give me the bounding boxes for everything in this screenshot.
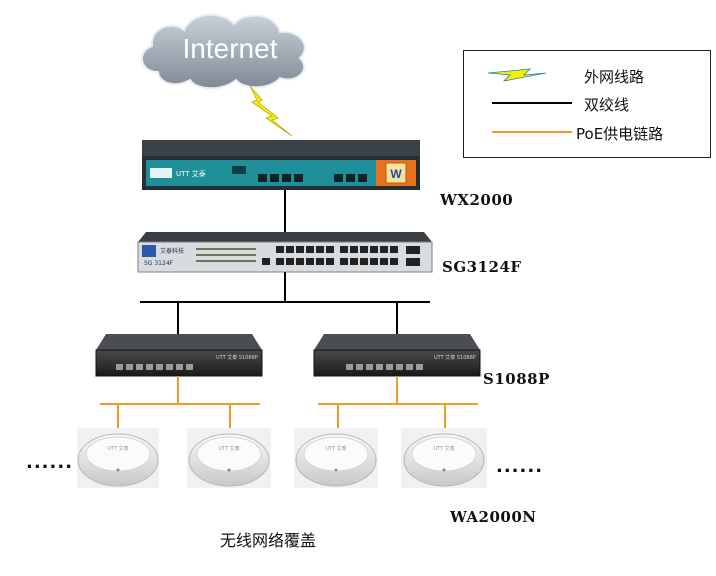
svg-text:艾泰科技: 艾泰科技: [160, 247, 184, 255]
poe-switch-1: UTT 艾泰 S1088P: [95, 334, 263, 377]
lightning-icon: [487, 68, 547, 82]
access-point-1: UTT 艾泰: [77, 428, 159, 488]
poe-links: [100, 376, 478, 430]
access-point-2: UTT 艾泰: [187, 428, 271, 488]
svg-text:UTT 艾泰 S1088P: UTT 艾泰 S1088P: [434, 354, 476, 361]
router-brand: UTT 艾泰: [176, 169, 206, 178]
wan-lightning-icon: [249, 85, 293, 137]
router-wx2000: W UTT 艾泰: [142, 140, 420, 190]
access-point-3: UTT 艾泰: [294, 428, 378, 488]
ellipsis-left: ......: [26, 452, 74, 473]
legend-symbols: [487, 68, 572, 133]
svg-text:UTT 艾泰 S1088P: UTT 艾泰 S1088P: [216, 354, 258, 361]
svg-text:W: W: [390, 167, 402, 181]
svg-text:UTT 艾泰: UTT 艾泰: [325, 445, 346, 452]
coverage-caption: 无线网络覆盖: [220, 531, 317, 550]
legend-item-poe: PoE供电链路: [576, 125, 664, 143]
legend: 外网线路 双绞线 PoE供电链路: [463, 50, 711, 158]
svg-text:UTT 艾泰: UTT 艾泰: [107, 445, 128, 452]
label-router: WX2000: [440, 191, 514, 209]
label-poe-switch: S1088P: [483, 370, 550, 388]
poe-switch-2: UTT 艾泰 S1088P: [313, 334, 481, 377]
legend-item-wan: 外网线路: [584, 68, 645, 86]
label-access-point: WA2000N: [450, 508, 537, 526]
label-core-switch: SG3124F: [442, 258, 522, 276]
svg-text:UTT 艾泰: UTT 艾泰: [433, 445, 454, 452]
svg-text:UTT 艾泰: UTT 艾泰: [218, 445, 239, 452]
internet-cloud: Internet: [141, 13, 306, 90]
ellipsis-right: ......: [496, 456, 544, 477]
legend-item-twisted-pair: 双绞线: [584, 96, 630, 114]
cloud-label: Internet: [183, 33, 278, 64]
access-point-4: UTT 艾泰: [401, 428, 487, 488]
switch-model-text: SG 3124F: [144, 260, 174, 267]
switch-sg3124f: 艾泰科技 SG 3124F: [137, 232, 433, 273]
